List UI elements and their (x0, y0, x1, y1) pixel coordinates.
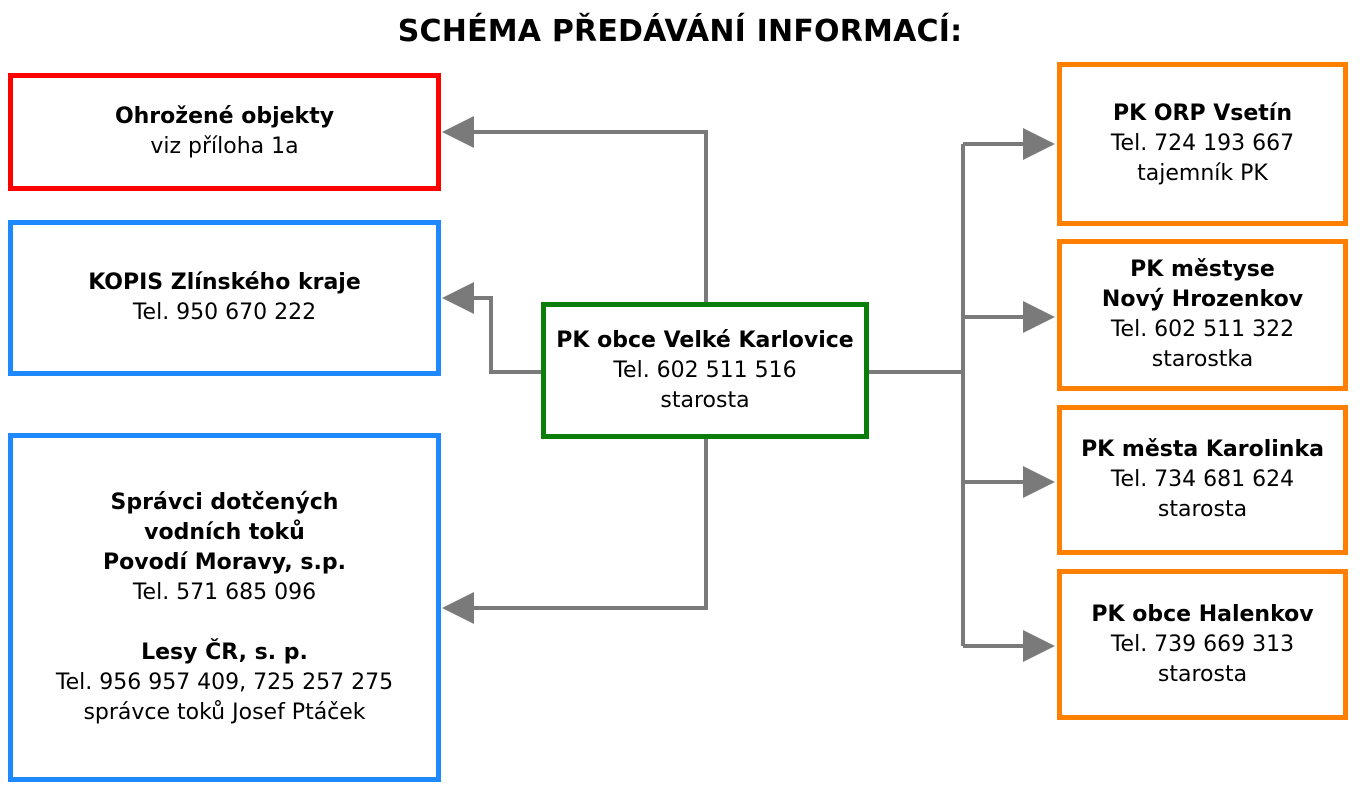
halenkov-box: PK obce Halenkov Tel. 739 669 313 staros… (1057, 569, 1348, 720)
spravci-name-line1: Správci dotčených (110, 489, 339, 515)
orp-name: PK ORP Vsetín (1112, 101, 1293, 126)
halenkov-role: starosta (1157, 661, 1248, 687)
kopis-box: KOPIS Zlínského kraje Tel. 950 670 222 (8, 220, 441, 376)
arrow-to-spravci (442, 439, 708, 624)
povodi-phone: Tel. 571 685 096 (132, 579, 317, 605)
hrozenkov-name-line1: PK městyse (1130, 257, 1275, 282)
halenkov-phone: Tel. 739 669 313 (1110, 631, 1295, 657)
kopis-name: KOPIS Zlínského kraje (88, 270, 361, 295)
ohrozene-name: Ohrožené objekty (114, 104, 335, 129)
halenkov-name: PK obce Halenkov (1091, 601, 1314, 627)
povodi-name: Povodí Moravy, s.p. (103, 549, 346, 575)
ohrozene-detail: viz příloha 1a (150, 134, 299, 159)
spravci-name-line2: vodních toků (144, 519, 305, 545)
orp-phone: Tel. 724 193 667 (1110, 131, 1295, 156)
orp-role: tajemník PK (1137, 161, 1268, 186)
novy-hrozenkov-box: PK městyse Nový Hrozenkov Tel. 602 511 3… (1057, 239, 1348, 391)
ohrozene-objekty-box: Ohrožené objekty viz příloha 1a (8, 73, 441, 191)
karolinka-box: PK města Karolinka Tel. 734 681 624 star… (1057, 405, 1348, 555)
karolinka-name: PK města Karolinka (1081, 437, 1324, 462)
center-phone: Tel. 602 511 516 (613, 357, 797, 383)
kopis-phone: Tel. 950 670 222 (132, 300, 317, 325)
hrozenkov-phone: Tel. 602 511 322 (1110, 317, 1295, 342)
hrozenkov-role: starostka (1151, 347, 1254, 372)
hrozenkov-name-line2: Nový Hrozenkov (1101, 287, 1304, 312)
arrow-to-kopis (442, 282, 541, 374)
arrow-to-ohrozene (442, 116, 708, 302)
lesy-phone: Tel. 956 957 409, 725 257 275 (55, 669, 394, 695)
center-role: starosta (660, 387, 750, 413)
center-name: PK obce Velké Karlovice (556, 327, 854, 353)
lesy-name: Lesy ČR, s. p. (141, 639, 308, 665)
orp-vsetin-box: PK ORP Vsetín Tel. 724 193 667 tajemník … (1057, 62, 1348, 226)
karolinka-phone: Tel. 734 681 624 (1110, 467, 1295, 492)
karolinka-role: starosta (1157, 497, 1248, 522)
lesy-contact: správce toků Josef Ptáček (83, 699, 366, 725)
center-velke-karlovice-box: PK obce Velké Karlovice Tel. 602 511 516… (541, 302, 869, 439)
diagram-title: SCHÉMA PŘEDÁVÁNÍ INFORMACÍ: (397, 14, 963, 49)
spravci-toku-box: Správci dotčených vodních toků Povodí Mo… (8, 433, 441, 782)
